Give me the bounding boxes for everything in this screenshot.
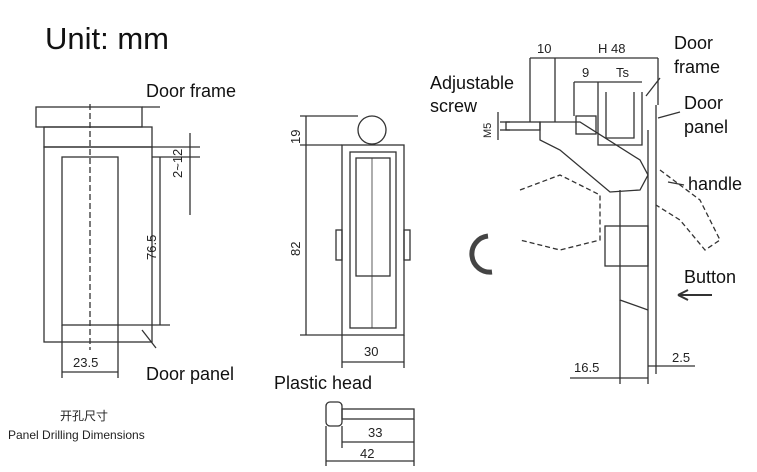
- door-panel-right-label-line2: panel: [684, 117, 729, 137]
- dim-9: 9: [582, 65, 590, 80]
- button-label: Button: [684, 267, 737, 287]
- door-frame-top: [35, 106, 143, 128]
- door-panel-leader: [657, 111, 681, 119]
- latch-side-view: [469, 57, 721, 384]
- dim-16-5: 16.5: [574, 360, 600, 375]
- rotation-arrow: [469, 233, 493, 275]
- drilling-title-chinese: 开孔尺寸: [60, 409, 109, 423]
- plastic-head-knob: [325, 401, 343, 427]
- door-frame-label: Door frame: [146, 81, 237, 101]
- plastic-head-label: Plastic head: [274, 373, 373, 393]
- button-arrow-head: [677, 289, 689, 301]
- dim-ts: Ts: [616, 65, 629, 80]
- screw-nut: [575, 115, 597, 135]
- handle-label: handle: [688, 174, 743, 194]
- door-frame-block: [43, 126, 153, 148]
- dim-10: 10: [537, 41, 552, 56]
- drilling-title-english: Panel Drilling Dimensions: [8, 428, 145, 442]
- dim-19: 19: [288, 129, 303, 144]
- latch-body-lower: [619, 190, 649, 311]
- latch-handle-recess: [355, 157, 391, 277]
- dim-82: 82: [288, 241, 303, 256]
- door-panel-leader: [141, 329, 157, 349]
- latch-body-inner: [349, 151, 397, 329]
- door-frame-right-label-line2: frame: [674, 57, 721, 77]
- dim-76-5: 76.5: [144, 234, 159, 260]
- latch-side-tab-left: [335, 229, 343, 261]
- latch-body-outer: [341, 144, 405, 336]
- door-panel-label: Door panel: [146, 364, 235, 384]
- door-panel-outline: [43, 146, 153, 343]
- dim-2-5: 2.5: [672, 350, 691, 365]
- dim-h48: H 48: [598, 41, 626, 56]
- door-frame-u: [597, 92, 643, 146]
- door-frame-u-inner: [605, 92, 635, 139]
- door-frame-leader: [645, 77, 661, 97]
- button-housing: [604, 225, 649, 267]
- door-frame-right-label-line1: Door: [674, 33, 714, 53]
- adjustable-screw-label: Adjustable screw: [430, 73, 515, 116]
- latch-arm: [539, 121, 649, 193]
- plastic-head-top: [357, 115, 387, 145]
- adjustable-screw: [505, 121, 541, 131]
- dim-23-5: 23.5: [73, 355, 99, 370]
- latch-front-view: [300, 115, 411, 368]
- dim-2-12: 2~12: [170, 148, 185, 178]
- plastic-head-shaft: [341, 408, 415, 420]
- dim-m5: M5: [482, 122, 494, 138]
- dim-30: 30: [364, 344, 379, 359]
- plastic-head-detail: [325, 401, 415, 466]
- unit-title: Unit: mm: [45, 21, 169, 56]
- dim-42: 42: [360, 446, 375, 461]
- door-panel-right-label-line1: Door: [684, 93, 724, 113]
- dim-33: 33: [368, 425, 383, 440]
- latch-side-tab-right: [403, 229, 411, 261]
- panel-drilling-view: [35, 104, 200, 378]
- rotated-handle-dashed: [519, 169, 721, 251]
- handle-leader: [667, 181, 685, 186]
